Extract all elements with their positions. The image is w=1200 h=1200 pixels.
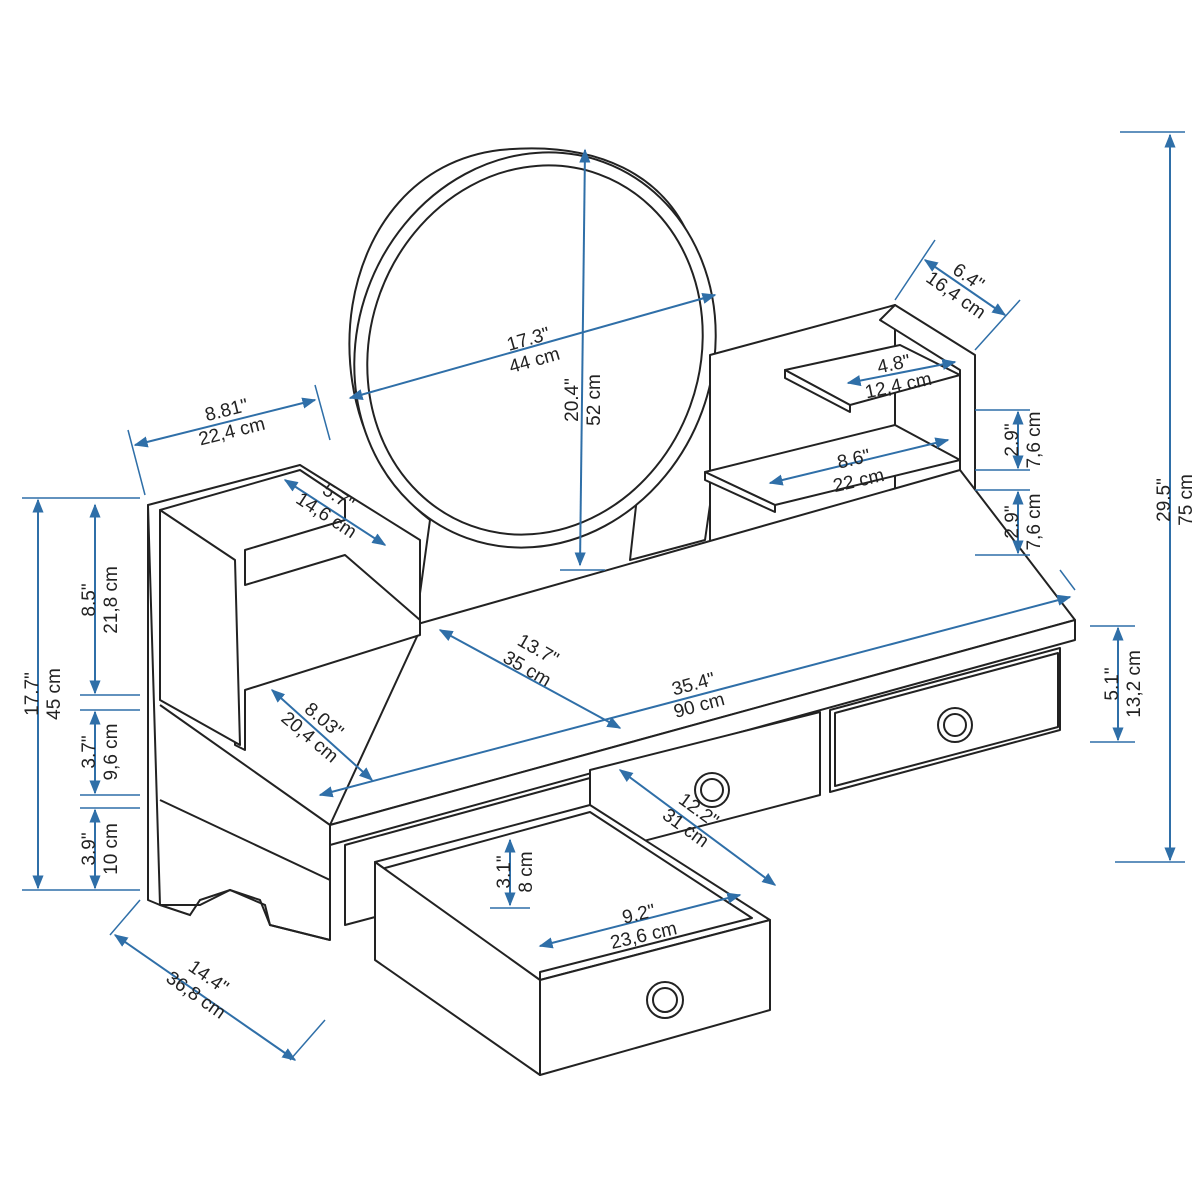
svg-text:3.7": 3.7" bbox=[79, 735, 100, 768]
label-drawer-height-right: 5.1"13,2 cm bbox=[1102, 650, 1145, 718]
label-shelf-gap-upper: 2.9"7,6 cm bbox=[1002, 411, 1045, 468]
svg-text:7,6 cm: 7,6 cm bbox=[1024, 493, 1045, 550]
label-left-mid-height: 3.7"9,6 cm bbox=[79, 723, 122, 780]
furniture-drawing bbox=[147, 147, 1076, 1076]
label-mirror-height: 20.4"52 cm bbox=[562, 374, 605, 426]
dimension-lines bbox=[22, 131, 1185, 1061]
label-shelf-unit-depth: 6.4"16,4 cm bbox=[922, 259, 989, 323]
label-left-bottom-height: 3.9"10 cm bbox=[79, 823, 122, 875]
svg-text:29.5": 29.5" bbox=[1154, 478, 1175, 522]
svg-text:75 cm: 75 cm bbox=[1176, 474, 1197, 526]
svg-text:52 cm: 52 cm bbox=[584, 374, 605, 426]
svg-text:2.9": 2.9" bbox=[1002, 505, 1023, 538]
svg-text:2.9": 2.9" bbox=[1002, 423, 1023, 456]
svg-text:8 cm: 8 cm bbox=[516, 851, 537, 892]
svg-text:3.9": 3.9" bbox=[79, 832, 100, 865]
svg-text:7,6 cm: 7,6 cm bbox=[1024, 411, 1045, 468]
label-drawer-inner-height: 3.1"8 cm bbox=[494, 851, 537, 892]
svg-text:21,8 cm: 21,8 cm bbox=[101, 566, 122, 634]
svg-text:13,2 cm: 13,2 cm bbox=[1124, 650, 1145, 718]
open-drawer bbox=[374, 804, 771, 1076]
label-overall-depth: 14.4"36,8 cm bbox=[162, 956, 232, 1023]
label-desk-height: 17.7"45 cm bbox=[22, 668, 65, 720]
label-left-upper-height: 8.5"21,8 cm bbox=[79, 566, 122, 634]
label-total-height: 29.5"75 cm bbox=[1154, 474, 1197, 526]
svg-text:9,6 cm: 9,6 cm bbox=[101, 723, 122, 780]
label-shelf-gap-lower: 2.9"7,6 cm bbox=[1002, 493, 1045, 550]
svg-text:10 cm: 10 cm bbox=[101, 823, 122, 875]
svg-text:8.5": 8.5" bbox=[79, 583, 100, 616]
svg-text:3.1": 3.1" bbox=[494, 855, 515, 888]
label-left-unit-width: 8.81"22,4 cm bbox=[197, 395, 268, 450]
svg-text:5.1": 5.1" bbox=[1102, 667, 1123, 700]
svg-text:45 cm: 45 cm bbox=[44, 668, 65, 720]
svg-text:17.7": 17.7" bbox=[22, 672, 43, 716]
svg-text:20.4": 20.4" bbox=[562, 378, 583, 422]
